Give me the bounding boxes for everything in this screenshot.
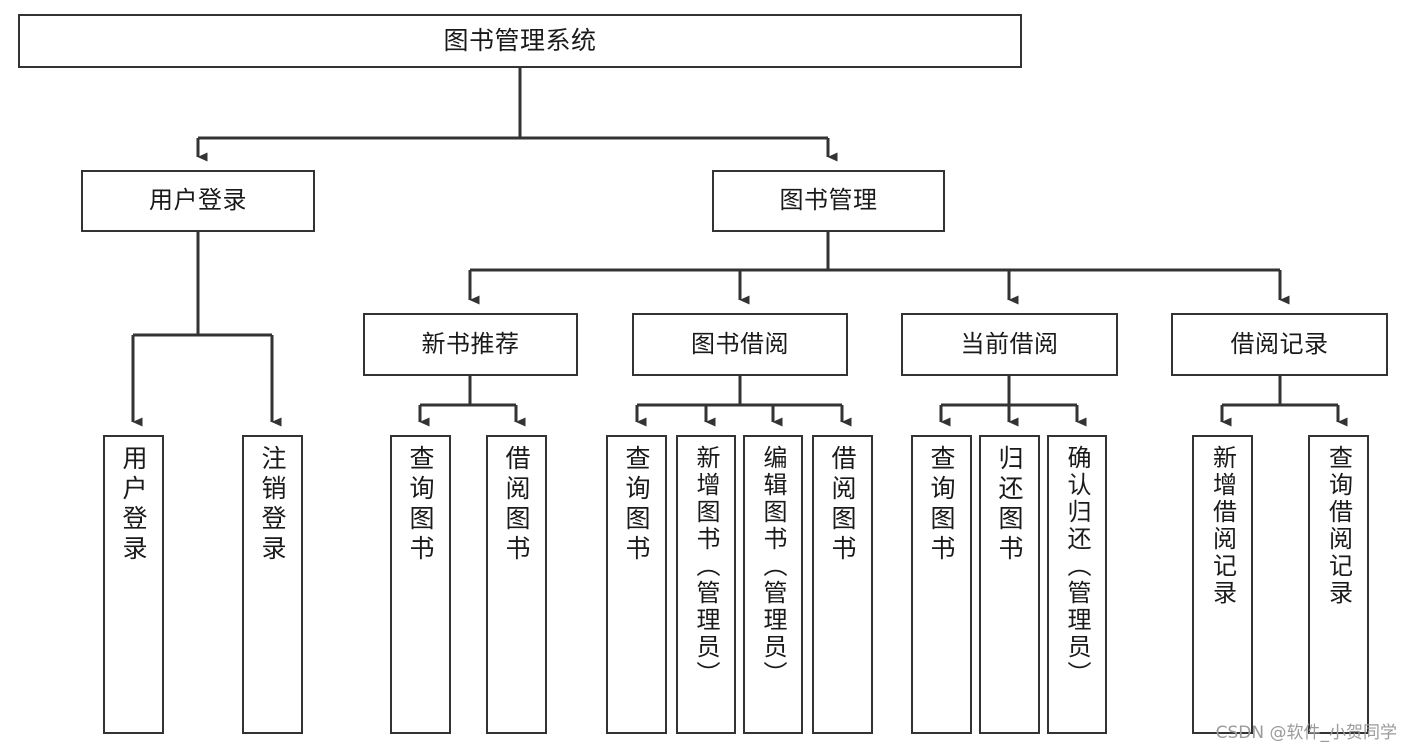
leaf-current-query-book[interactable]: 查询图书 [911,435,972,734]
node-label: 图书管理系统 [443,25,597,55]
leaf-edit-book-admin[interactable]: 编辑图书（管理员） [743,435,803,734]
leaf-logout[interactable]: 注销登录 [242,435,303,734]
node-label: 注销登录 [258,445,287,565]
node-borrow-record[interactable]: 借阅记录 [1171,313,1388,376]
node-label: 借阅图书 [502,445,531,565]
leaf-new-book-borrow[interactable]: 借阅图书 [486,435,547,734]
leaf-borrow-query-book[interactable]: 查询图书 [606,435,667,734]
node-label: 用户登录 [119,445,148,565]
node-label: 图书管理 [779,186,878,215]
node-label: 查询借阅记录 [1324,445,1353,607]
node-label: 借阅记录 [1230,329,1329,358]
leaf-borrow-book[interactable]: 借阅图书 [812,435,873,734]
node-label: 查询图书 [406,445,435,565]
node-label: 查询图书 [622,445,651,565]
node-label: 编辑图书（管理员） [759,445,787,688]
node-label: 当前借阅 [960,329,1059,358]
node-label: 归还图书 [995,445,1024,565]
node-label: 图书借阅 [691,329,789,358]
watermark-text: CSDN @软件_小贺同学 [1215,723,1397,743]
node-label: 确认归还（管理员） [1063,445,1091,688]
node-root-book-management-system[interactable]: 图书管理系统 [18,14,1022,68]
node-user-login[interactable]: 用户登录 [81,170,315,232]
node-label: 借阅图书 [828,445,857,565]
node-current-borrow[interactable]: 当前借阅 [901,313,1118,376]
node-label: 查询图书 [927,445,956,565]
leaf-confirm-return-admin[interactable]: 确认归还（管理员） [1047,435,1107,734]
leaf-add-book-admin[interactable]: 新增图书（管理员） [676,435,736,734]
node-book-management[interactable]: 图书管理 [712,170,945,232]
leaf-user-login[interactable]: 用户登录 [103,435,164,734]
leaf-new-book-query[interactable]: 查询图书 [390,435,451,734]
leaf-query-borrow-record[interactable]: 查询借阅记录 [1308,435,1369,734]
node-book-borrow[interactable]: 图书借阅 [632,313,848,376]
node-new-book-recommend[interactable]: 新书推荐 [363,313,578,376]
leaf-return-book[interactable]: 归还图书 [979,435,1040,734]
node-label: 新增图书（管理员） [692,445,720,688]
leaf-add-borrow-record[interactable]: 新增借阅记录 [1192,435,1253,734]
node-label: 用户登录 [149,186,247,215]
node-label: 新增借阅记录 [1208,445,1237,607]
node-label: 新书推荐 [421,329,520,358]
